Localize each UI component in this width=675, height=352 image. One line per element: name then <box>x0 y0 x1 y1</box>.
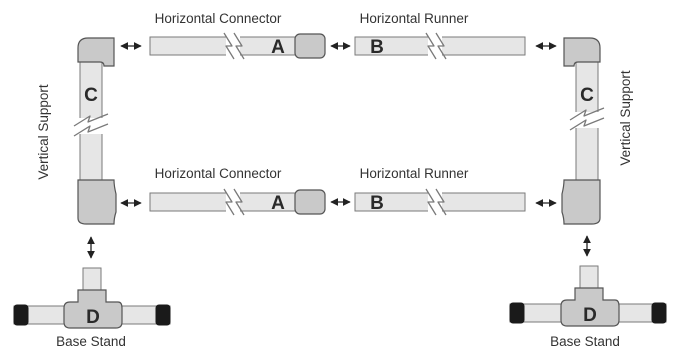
vertical-support-label-right: Vertical Support <box>618 70 633 166</box>
horizontal-connector-label-top: Horizontal Connector <box>155 11 282 26</box>
part-a-top-label: A <box>271 37 285 58</box>
horizontal-runner-pipe-bottom <box>354 188 526 216</box>
horizontal-connector-pipe-top <box>149 32 297 60</box>
part-a-bottom-label: A <box>271 193 285 214</box>
vertical-support-pipe-right <box>568 59 606 187</box>
base-stand-left <box>13 267 171 329</box>
horizontal-connector-pipe-bottom <box>149 188 297 216</box>
tee-fitting-left <box>77 179 117 225</box>
vertical-support-pipe-left <box>72 59 110 187</box>
elbow-fitting-top-right <box>563 37 601 67</box>
base-stand-label-left: Base Stand <box>56 334 126 349</box>
horizontal-runner-label-bottom: Horizontal Runner <box>360 166 469 181</box>
vertical-support-label-left: Vertical Support <box>36 84 51 180</box>
base-stand-label-right: Base Stand <box>550 334 620 349</box>
part-b-top-label: B <box>370 37 384 58</box>
part-d-right-label: D <box>583 305 597 326</box>
part-b-bottom-label: B <box>370 193 384 214</box>
horizontal-runner-label-top: Horizontal Runner <box>360 11 469 26</box>
part-c-left-label: C <box>84 85 98 106</box>
tee-fitting-right <box>561 179 601 225</box>
base-stand-right <box>509 265 667 327</box>
horizontal-connector-label-bottom: Horizontal Connector <box>155 166 282 181</box>
horizontal-runner-pipe-top <box>354 32 526 60</box>
part-d-left-label: D <box>86 307 100 328</box>
part-c-right-label: C <box>580 85 594 106</box>
coupler-fitting-top <box>294 33 326 59</box>
elbow-fitting-top-left <box>77 37 115 67</box>
coupler-fitting-bottom <box>294 189 326 215</box>
